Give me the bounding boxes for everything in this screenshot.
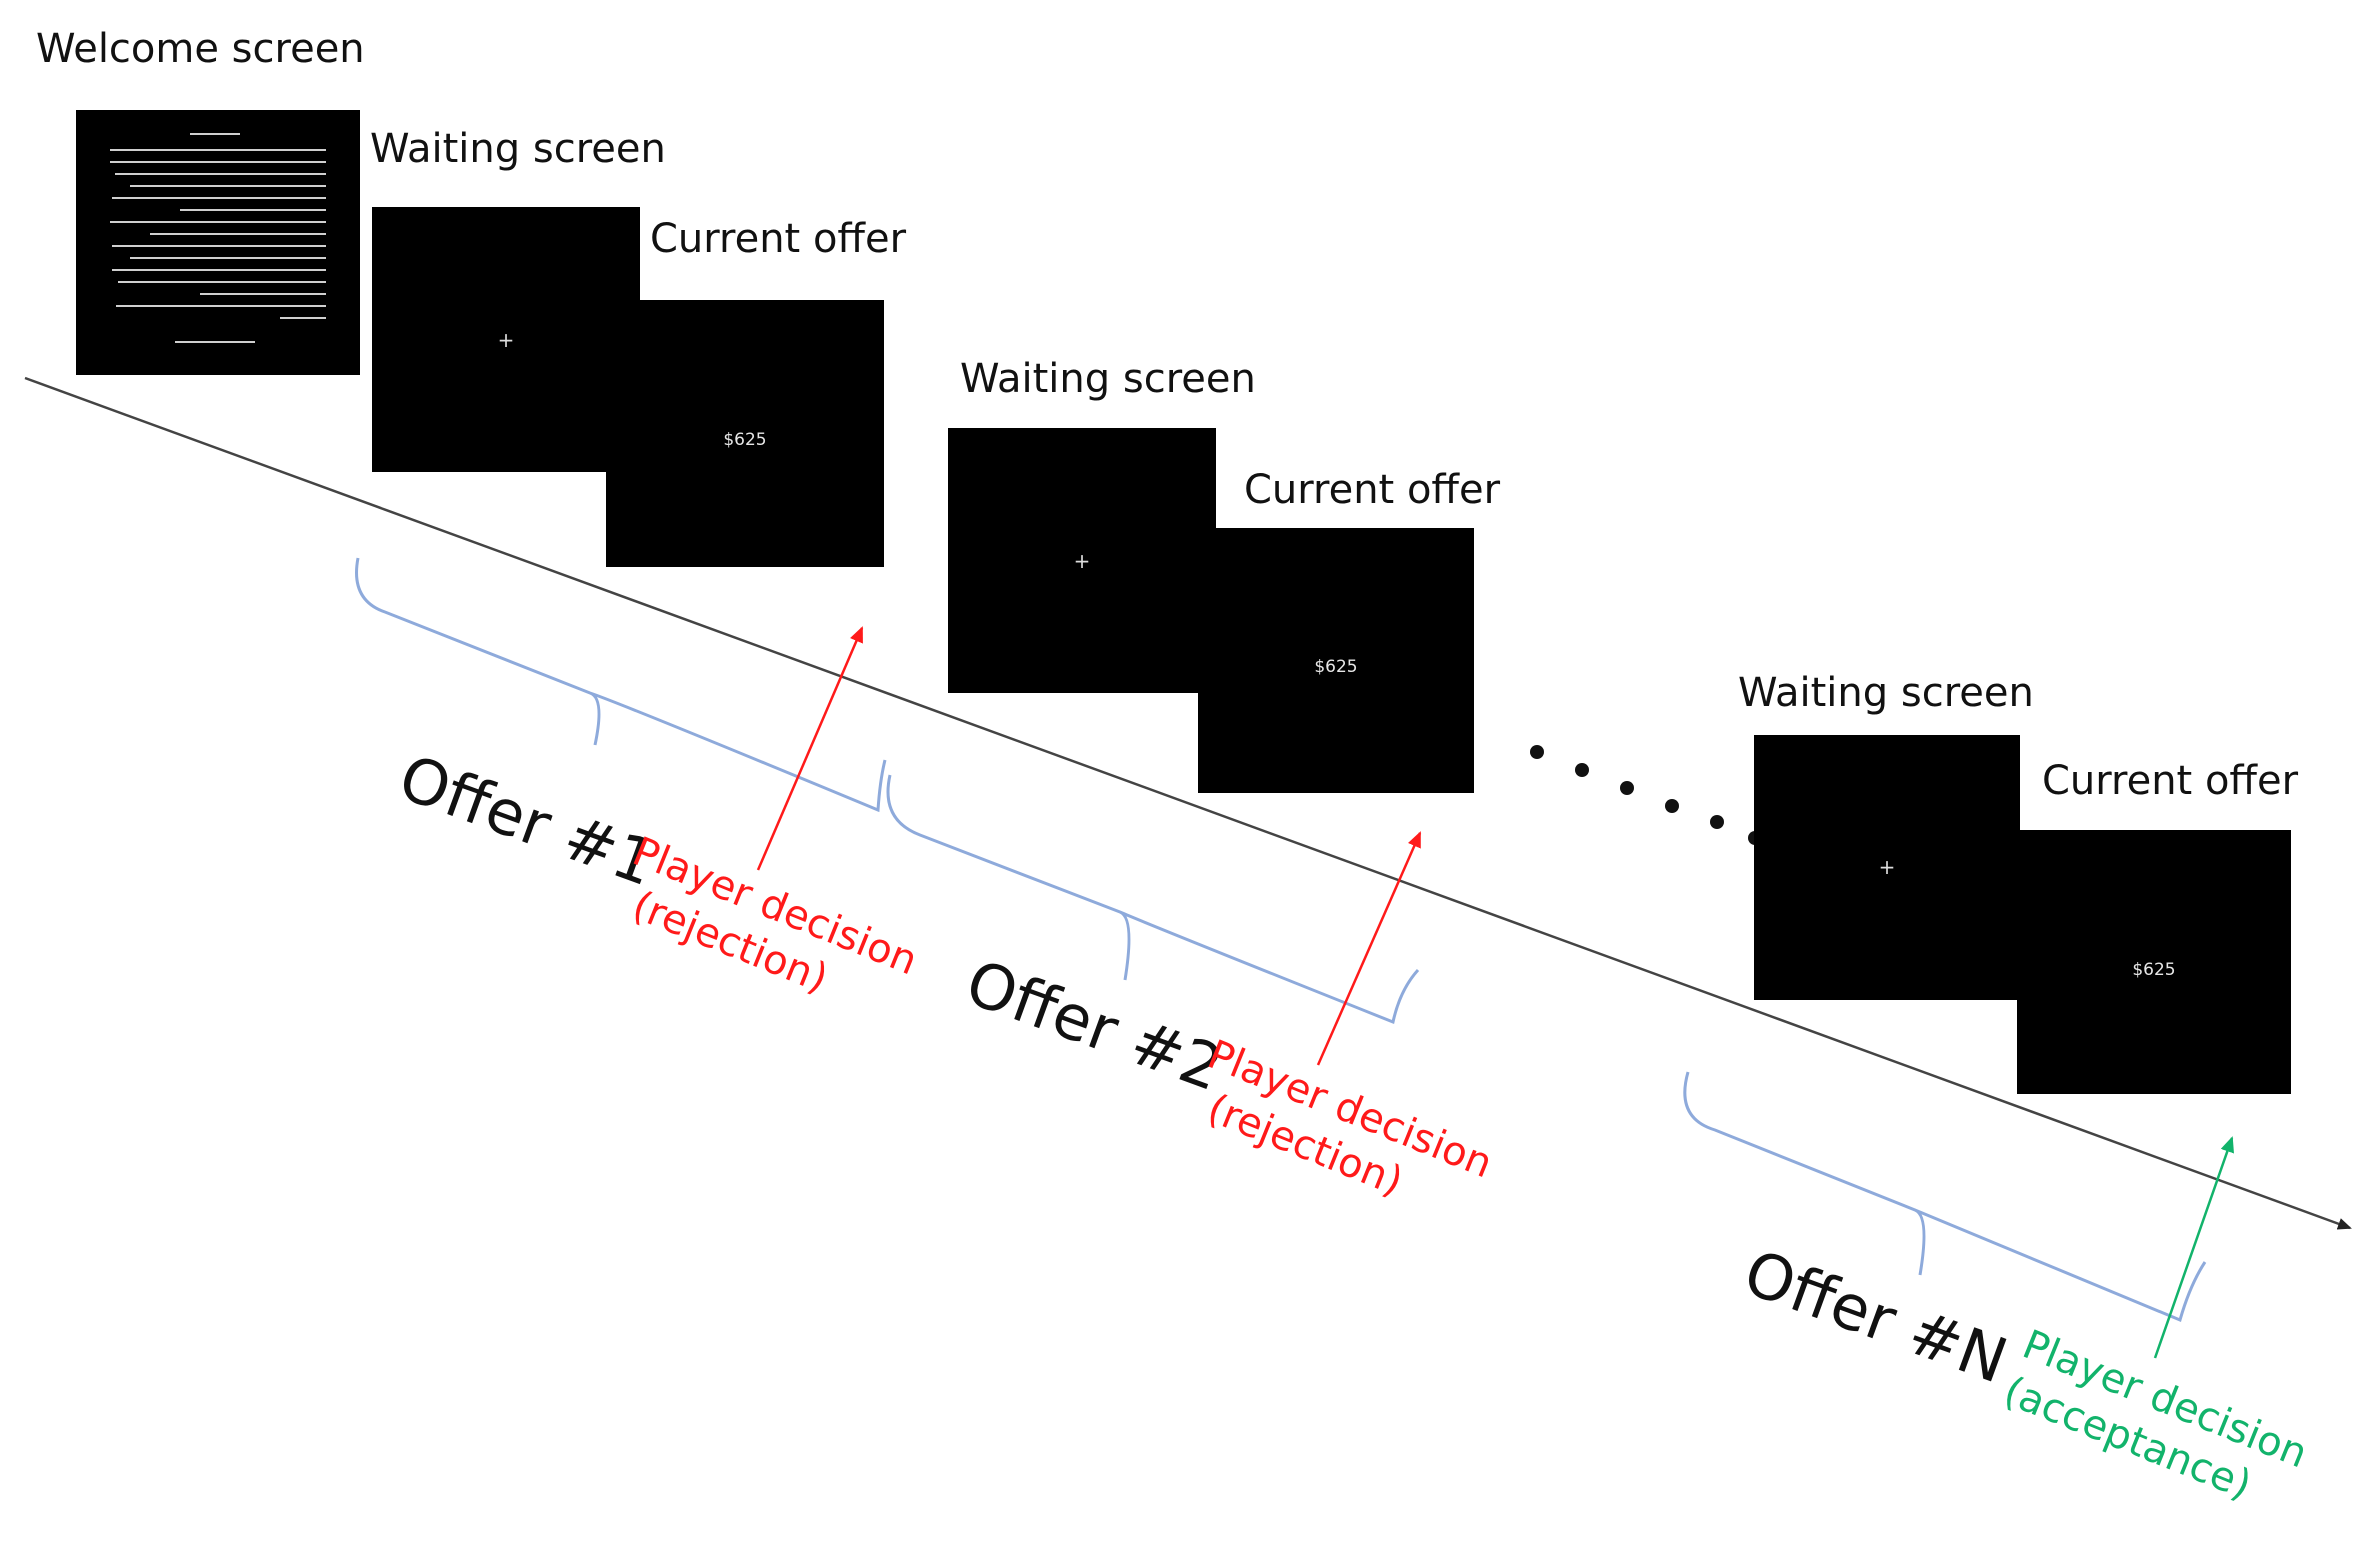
offer-brace [886, 774, 1420, 1025]
decision-arrow [2153, 1136, 2234, 1359]
offer-amount: $625 [723, 430, 766, 450]
welcome-screen [76, 110, 360, 375]
decision-arrow [1316, 831, 1422, 1066]
offer-label: Offer #1 [390, 740, 665, 900]
fixation-cross: + [1074, 549, 1091, 573]
waiting-screen-label: Waiting screen [370, 126, 666, 172]
offer-brace [355, 557, 887, 813]
offer-amount: $625 [2132, 960, 2175, 980]
fixation-cross: + [1879, 855, 1896, 879]
offer-brace [1683, 1071, 2207, 1323]
current-offer-label: Current offer [1244, 467, 1501, 513]
decision-label: Player decision (rejection) [608, 829, 936, 1036]
trial-n: Waiting screen + Current offer $625 Offe… [1683, 670, 2326, 1529]
current-offer-label: Current offer [2042, 758, 2299, 804]
current-offer-label: Current offer [650, 216, 907, 262]
offer-label: Offer #N [1735, 1235, 2017, 1397]
offer-amount: $625 [1314, 657, 1357, 677]
waiting-screen-label: Waiting screen [1738, 670, 2034, 716]
current-offer-screen [1198, 528, 1474, 793]
current-offer-screen [606, 300, 884, 567]
fixation-cross: + [498, 328, 515, 352]
current-offer-screen [2017, 830, 2291, 1094]
decision-label: Player decision (rejection) [1183, 1032, 1511, 1239]
decision-arrow [756, 626, 864, 871]
trial-2: Waiting screen + Current offer $625 Offe… [886, 356, 1511, 1239]
timeline-arrow [24, 376, 2352, 1230]
waiting-screen [1754, 735, 2020, 1000]
decision-label: Player decision (acceptance) [1998, 1322, 2326, 1529]
offer-label: Offer #2 [957, 945, 1232, 1105]
waiting-screen [372, 207, 640, 472]
waiting-screen [948, 428, 1216, 693]
welcome-screen-label: Welcome screen [36, 26, 365, 72]
trial-1: Waiting screen + Current offer $625 Offe… [355, 126, 936, 1036]
ellipsis-dots [1530, 745, 1762, 845]
welcome-screen-text-lines [110, 133, 326, 343]
waiting-screen-label: Waiting screen [960, 356, 1256, 402]
